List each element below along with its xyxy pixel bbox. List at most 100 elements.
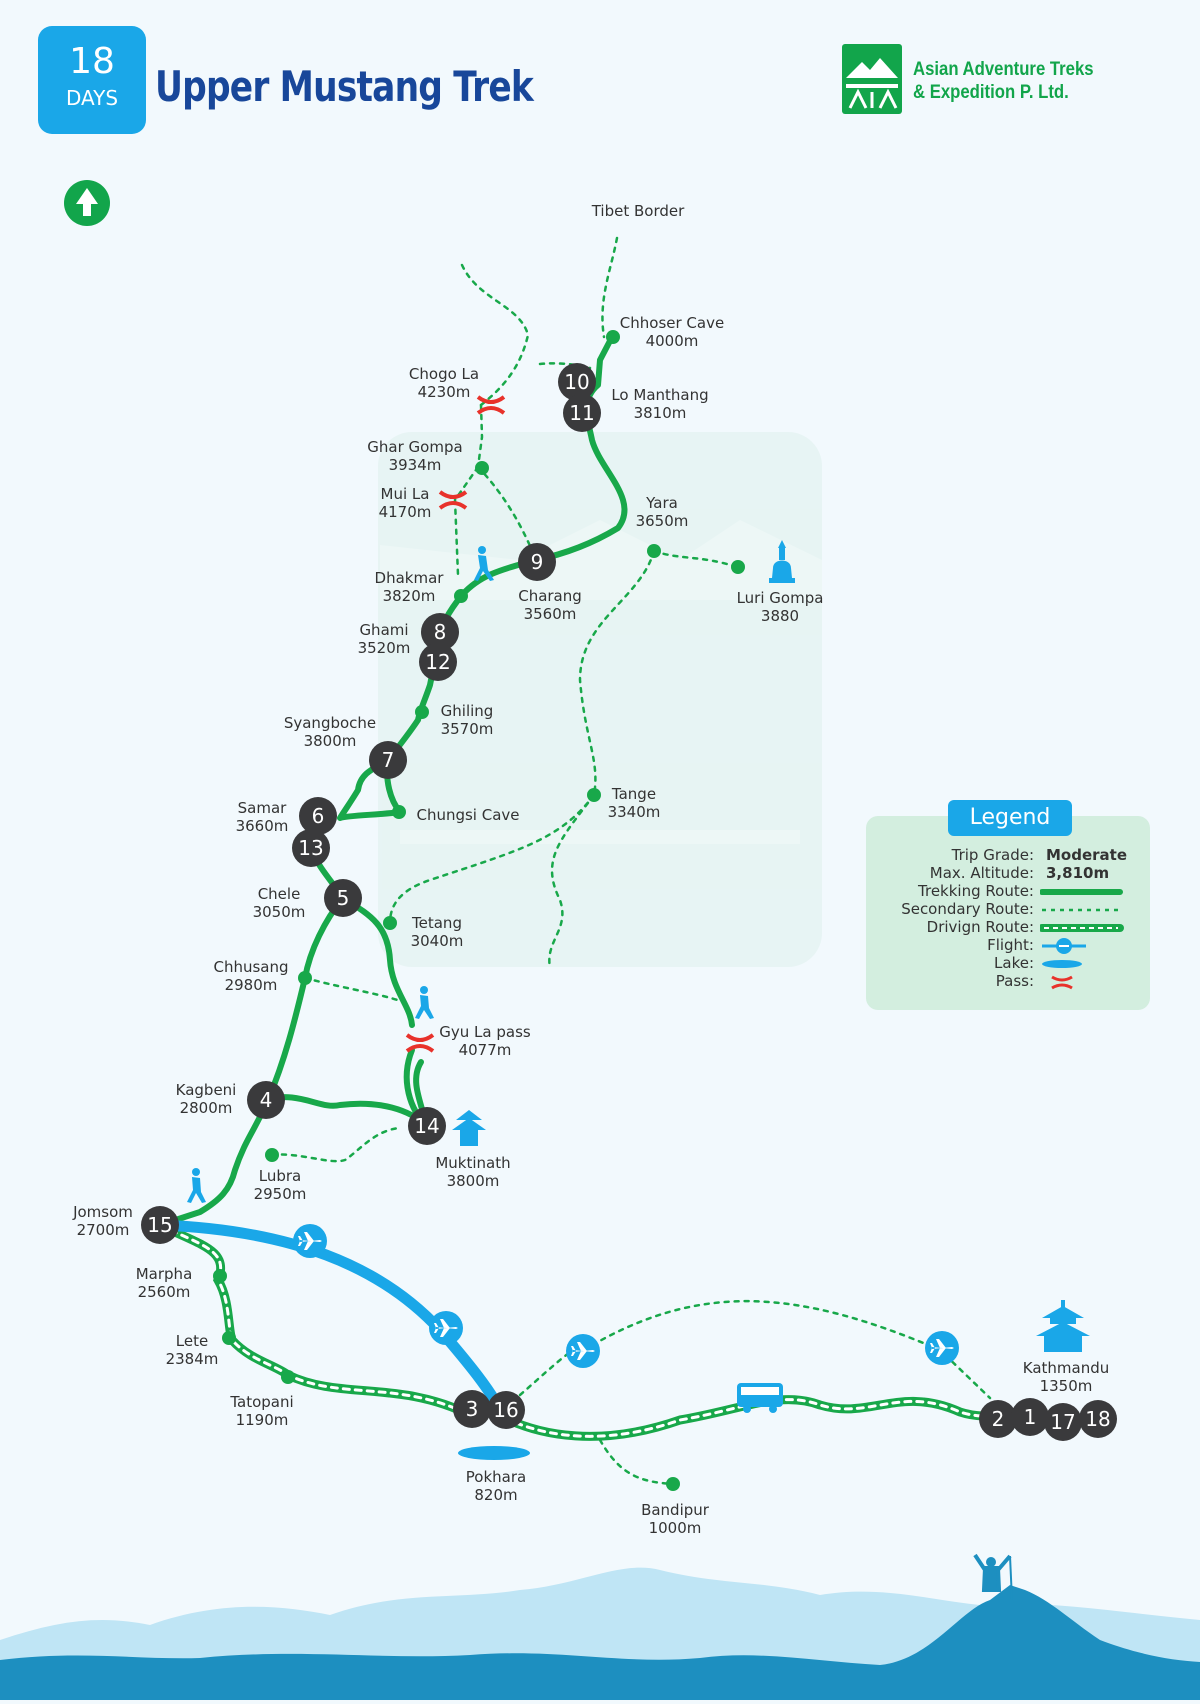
mountain-silhouette [0, 1553, 1200, 1700]
legend-symbol-lake-icon [1042, 960, 1082, 968]
place-altitude: 3934m [389, 456, 442, 474]
place-altitude: 2980m [225, 976, 278, 994]
place-label-chungsi-cave: Chungsi Cave [416, 806, 519, 824]
place-altitude: 4170m [379, 503, 432, 521]
day-marker-1: 1 [1011, 1398, 1049, 1436]
place-altitude: 1190m [236, 1411, 289, 1429]
place-name: Chhusang [213, 958, 288, 976]
place-name: Tibet Border [591, 202, 685, 220]
place-name: Kagbeni [176, 1081, 237, 1099]
legend-label: Pass: [995, 972, 1034, 990]
day-marker-number: 4 [260, 1088, 273, 1112]
bus-icon [737, 1383, 783, 1413]
place-name: Muktinath [435, 1154, 510, 1172]
place-altitude: 3800m [304, 732, 357, 750]
place-name: Kathmandu [1023, 1359, 1110, 1377]
legend-panel [866, 816, 1150, 1010]
legend-title: Legend [948, 800, 1072, 836]
place-name: Tetang [411, 914, 462, 932]
place-altitude: 1000m [649, 1519, 702, 1537]
day-marker-15: 15 [141, 1206, 179, 1244]
waypoint-dots [213, 330, 745, 1491]
legend-label: Drivign Route: [926, 918, 1034, 936]
place-altitude: 3880 [761, 607, 799, 625]
day-marker-9: 9 [518, 543, 556, 581]
day-marker-circle [292, 829, 330, 867]
muktinath-temple-icon [452, 1110, 486, 1146]
place-name: Jomsom [72, 1203, 133, 1221]
day-marker-circle [518, 543, 556, 581]
day-marker-number: 3 [466, 1397, 479, 1421]
day-marker-circle [299, 797, 337, 835]
place-altitude: 2384m [166, 1350, 219, 1368]
luri-gompa-stupa-icon [769, 540, 795, 583]
place-altitude: 3520m [358, 639, 411, 657]
day-marker-3: 3 [453, 1390, 491, 1428]
day-marker-number: 6 [312, 804, 325, 828]
day-marker-circle [1079, 1400, 1117, 1438]
place-name: Bandipur [641, 1501, 710, 1519]
day-marker-circle [324, 879, 362, 917]
legend-symbol-solid-green-line [1040, 889, 1123, 895]
day-marker-number: 9 [531, 550, 544, 574]
place-name: Chogo La [409, 365, 479, 383]
day-marker-circle [247, 1081, 285, 1119]
place-name: Syangboche [284, 714, 376, 732]
legend-label: Secondary Route: [901, 900, 1034, 918]
day-marker-number: 13 [298, 836, 323, 860]
day-marker-number: 1 [1024, 1405, 1037, 1429]
place-name: Lete [176, 1332, 208, 1350]
place-altitude: 3810m [634, 404, 687, 422]
place-name: Marpha [136, 1265, 193, 1283]
day-marker-8: 8 [421, 613, 459, 651]
watermark-logo [378, 432, 822, 967]
place-name: Samar [238, 799, 288, 817]
place-name: Lo Manthang [611, 386, 708, 404]
day-marker-circle [408, 1107, 446, 1145]
driving-routes [155, 1220, 1071, 1441]
flight-routes [154, 1219, 506, 1416]
legend-label: Lake: [994, 954, 1034, 972]
place-altitude: 3660m [236, 817, 289, 835]
day-marker-11: 11 [563, 394, 601, 432]
place-name: Tange [611, 785, 656, 803]
day-marker-number: 18 [1085, 1407, 1110, 1431]
legend-label: Flight: [987, 936, 1034, 954]
place-name: Chungsi Cave [416, 806, 519, 824]
legend-label: Trip Grade: [951, 846, 1034, 864]
day-marker-17: 17 [1044, 1403, 1082, 1441]
day-marker-number: 8 [434, 620, 447, 644]
place-altitude: 2560m [138, 1283, 191, 1301]
place-altitude: 2800m [180, 1099, 233, 1117]
day-marker-number: 16 [493, 1398, 518, 1422]
kathmandu-temple-icon [1036, 1300, 1090, 1352]
place-altitude: 3050m [253, 903, 306, 921]
day-marker-number: 12 [425, 650, 450, 674]
day-marker-circle [453, 1390, 491, 1428]
place-altitude: 3820m [383, 587, 436, 605]
place-altitude: 3040m [411, 932, 464, 950]
day-marker-number: 5 [337, 886, 350, 910]
day-marker-circle [1044, 1403, 1082, 1441]
legend-symbol-dotted-green-line [1042, 908, 1120, 912]
place-label-tibet-border: Tibet Border [591, 202, 685, 220]
place-name: Pokhara [466, 1468, 526, 1486]
place-name: Luri Gompa [737, 589, 824, 607]
place-name: Mui La [381, 485, 430, 503]
company-name-line1: Asian Adventure Treks [913, 59, 1094, 80]
